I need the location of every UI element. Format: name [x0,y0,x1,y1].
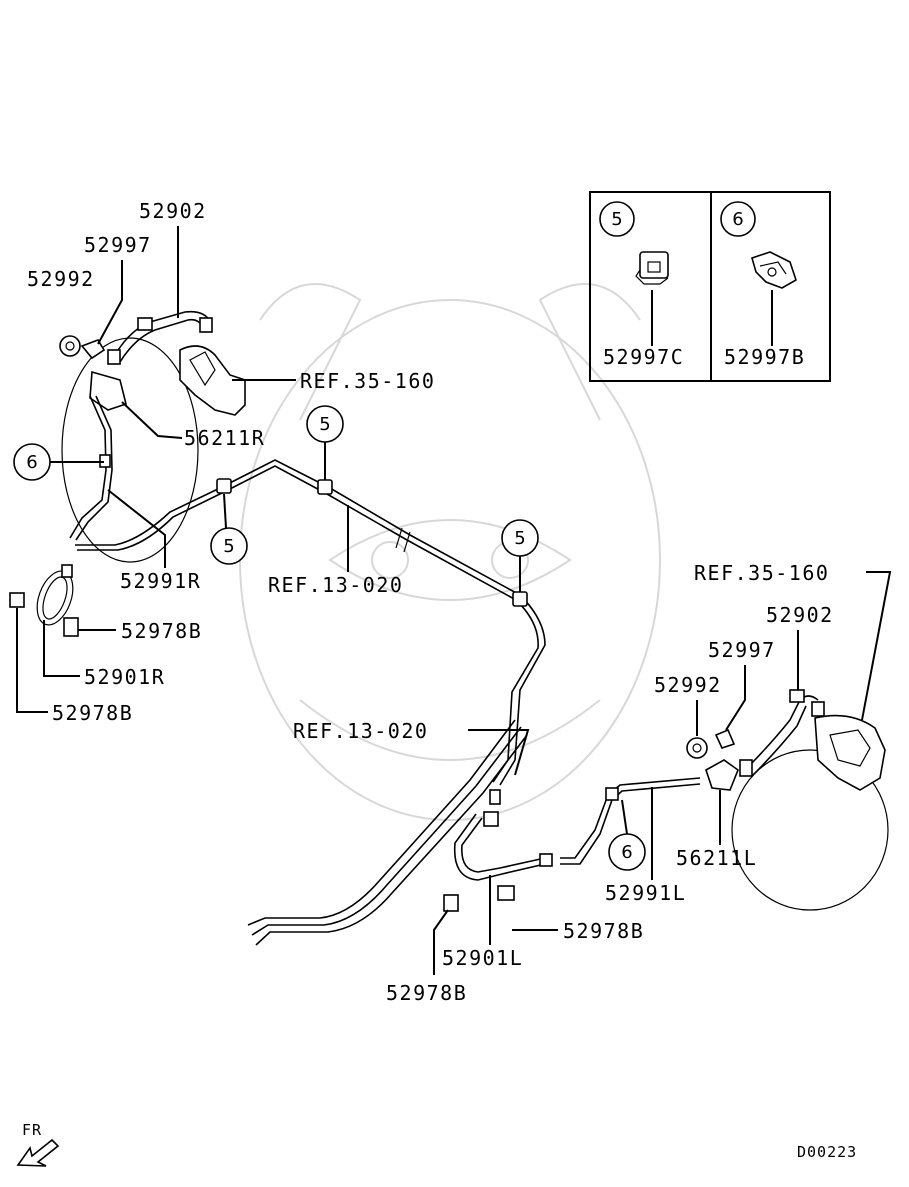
callout-5-b [210,527,248,565]
ref-35-160-left: REF.35-160 [694,561,829,585]
inset-part-52997b: 52997B [724,345,805,369]
ref-35-160-right: REF.35-160 [300,369,435,393]
front-direction-arrow: FR [16,1121,60,1167]
inset-box: 5 52997C 6 52997B [589,191,831,382]
inset-callout-6 [720,201,756,237]
part-52992-right: 52992 [27,267,95,291]
part-52978b-left-a: 52978B [563,919,644,943]
part-52991r: 52991R [120,569,201,593]
clip-52997c-icon [635,251,669,285]
part-52902-right: 52902 [139,199,207,223]
ref-13-020-upper: REF.13-020 [268,573,403,597]
part-52997-right: 52997 [84,233,152,257]
part-52901r: 52901R [84,665,165,689]
part-52978b-left-b: 52978B [386,981,467,1005]
line-clip-1 [216,478,232,494]
inset-callout-5-number: 5 [611,209,622,230]
callout-5-a-number: 5 [319,414,330,435]
inset-part-52997c: 52997C [603,345,684,369]
inset-callout-6-number: 6 [732,209,743,230]
part-52902-left: 52902 [766,603,834,627]
part-56211l: 56211L [676,846,757,870]
callout-5-b-number: 5 [223,536,234,557]
part-52978b-right-a: 52978B [121,619,202,643]
callout-6-right-number: 6 [26,452,37,473]
callout-5-c-number: 5 [514,528,525,549]
part-52901l: 52901L [442,946,523,970]
part-52997-left: 52997 [708,638,776,662]
ref-13-020-lower: REF.13-020 [293,719,428,743]
front-marker-label: FR [22,1121,42,1139]
line-clip-2 [317,479,333,495]
main-brake-lines [75,459,546,946]
part-56211r: 56211R [184,426,265,450]
line-clip-3 [512,591,528,607]
part-52978b-right-b: 52978B [52,701,133,725]
inset-callout-5 [599,201,635,237]
callout-6-left-number: 6 [621,842,632,863]
part-52992-left: 52992 [654,673,722,697]
part-52991l: 52991L [605,881,686,905]
left-assembly [443,689,889,912]
clip-52997b-icon [751,251,797,289]
diagram-code: D00223 [797,1143,857,1161]
